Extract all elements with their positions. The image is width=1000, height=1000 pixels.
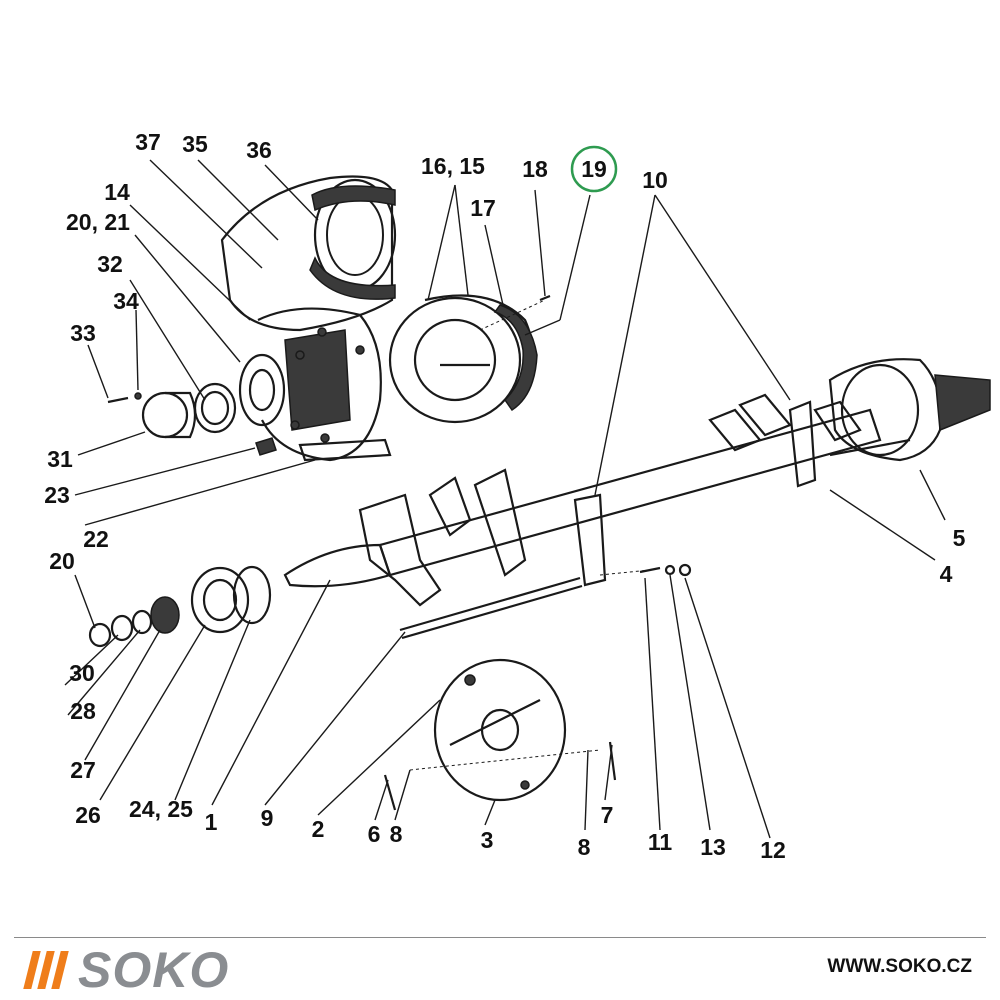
brake-shoes bbox=[388, 294, 551, 424]
label-27: 27 bbox=[70, 757, 96, 783]
label-13: 13 bbox=[700, 834, 726, 860]
label-1: 1 bbox=[205, 809, 218, 835]
label-11: 11 bbox=[648, 829, 673, 855]
label-22: 22 bbox=[83, 526, 109, 552]
hub-drum-assembly bbox=[220, 175, 397, 462]
logo-stripe bbox=[51, 951, 69, 989]
bearing-and-rings bbox=[88, 565, 272, 648]
backing-plate bbox=[383, 563, 692, 811]
exploded-axle-diagram: 37 35 36 14 20, 21 32 34 33 31 23 22 20 … bbox=[44, 129, 991, 863]
label-24-25: 24, 25 bbox=[129, 796, 193, 822]
label-8-right: 8 bbox=[578, 834, 591, 860]
label-5: 5 bbox=[953, 525, 966, 551]
label-16-15: 16, 15 bbox=[421, 153, 485, 179]
part-labels: 37 35 36 14 20, 21 32 34 33 31 23 22 20 … bbox=[44, 129, 965, 863]
label-12: 12 bbox=[760, 837, 786, 863]
label-23: 23 bbox=[44, 482, 70, 508]
label-31: 31 bbox=[47, 446, 73, 472]
label-20-21: 20, 21 bbox=[66, 209, 130, 235]
website-url: WWW.SOKO.CZ bbox=[827, 956, 972, 977]
label-6: 6 bbox=[368, 821, 381, 847]
label-17: 17 bbox=[470, 195, 496, 221]
label-7: 7 bbox=[601, 802, 614, 828]
label-19: 19 bbox=[581, 156, 607, 182]
label-20: 20 bbox=[49, 548, 75, 574]
label-35: 35 bbox=[182, 131, 208, 157]
highlight-circle bbox=[570, 145, 618, 193]
label-33: 33 bbox=[70, 320, 96, 346]
hub-cap-gasket-parts bbox=[107, 382, 277, 456]
leader-lines bbox=[64, 159, 946, 839]
label-3: 3 bbox=[481, 827, 494, 853]
label-32: 32 bbox=[97, 251, 123, 277]
label-14: 14 bbox=[104, 179, 130, 205]
label-8-left: 8 bbox=[390, 821, 403, 847]
label-37: 37 bbox=[135, 129, 161, 155]
label-30: 30 bbox=[69, 660, 95, 686]
logo-mark-icon bbox=[23, 951, 69, 989]
brand-name: SOKO bbox=[78, 942, 230, 998]
label-28: 28 bbox=[70, 698, 96, 724]
axle-tube bbox=[283, 358, 991, 640]
footer-divider bbox=[14, 937, 986, 938]
label-4: 4 bbox=[940, 561, 953, 587]
label-2: 2 bbox=[312, 816, 325, 842]
label-9: 9 bbox=[261, 805, 274, 831]
label-34: 34 bbox=[113, 288, 139, 314]
label-10: 10 bbox=[642, 167, 668, 193]
soko-logo: SOKO bbox=[23, 942, 230, 998]
label-36: 36 bbox=[246, 137, 272, 163]
label-26: 26 bbox=[75, 802, 101, 828]
label-18: 18 bbox=[522, 156, 548, 182]
